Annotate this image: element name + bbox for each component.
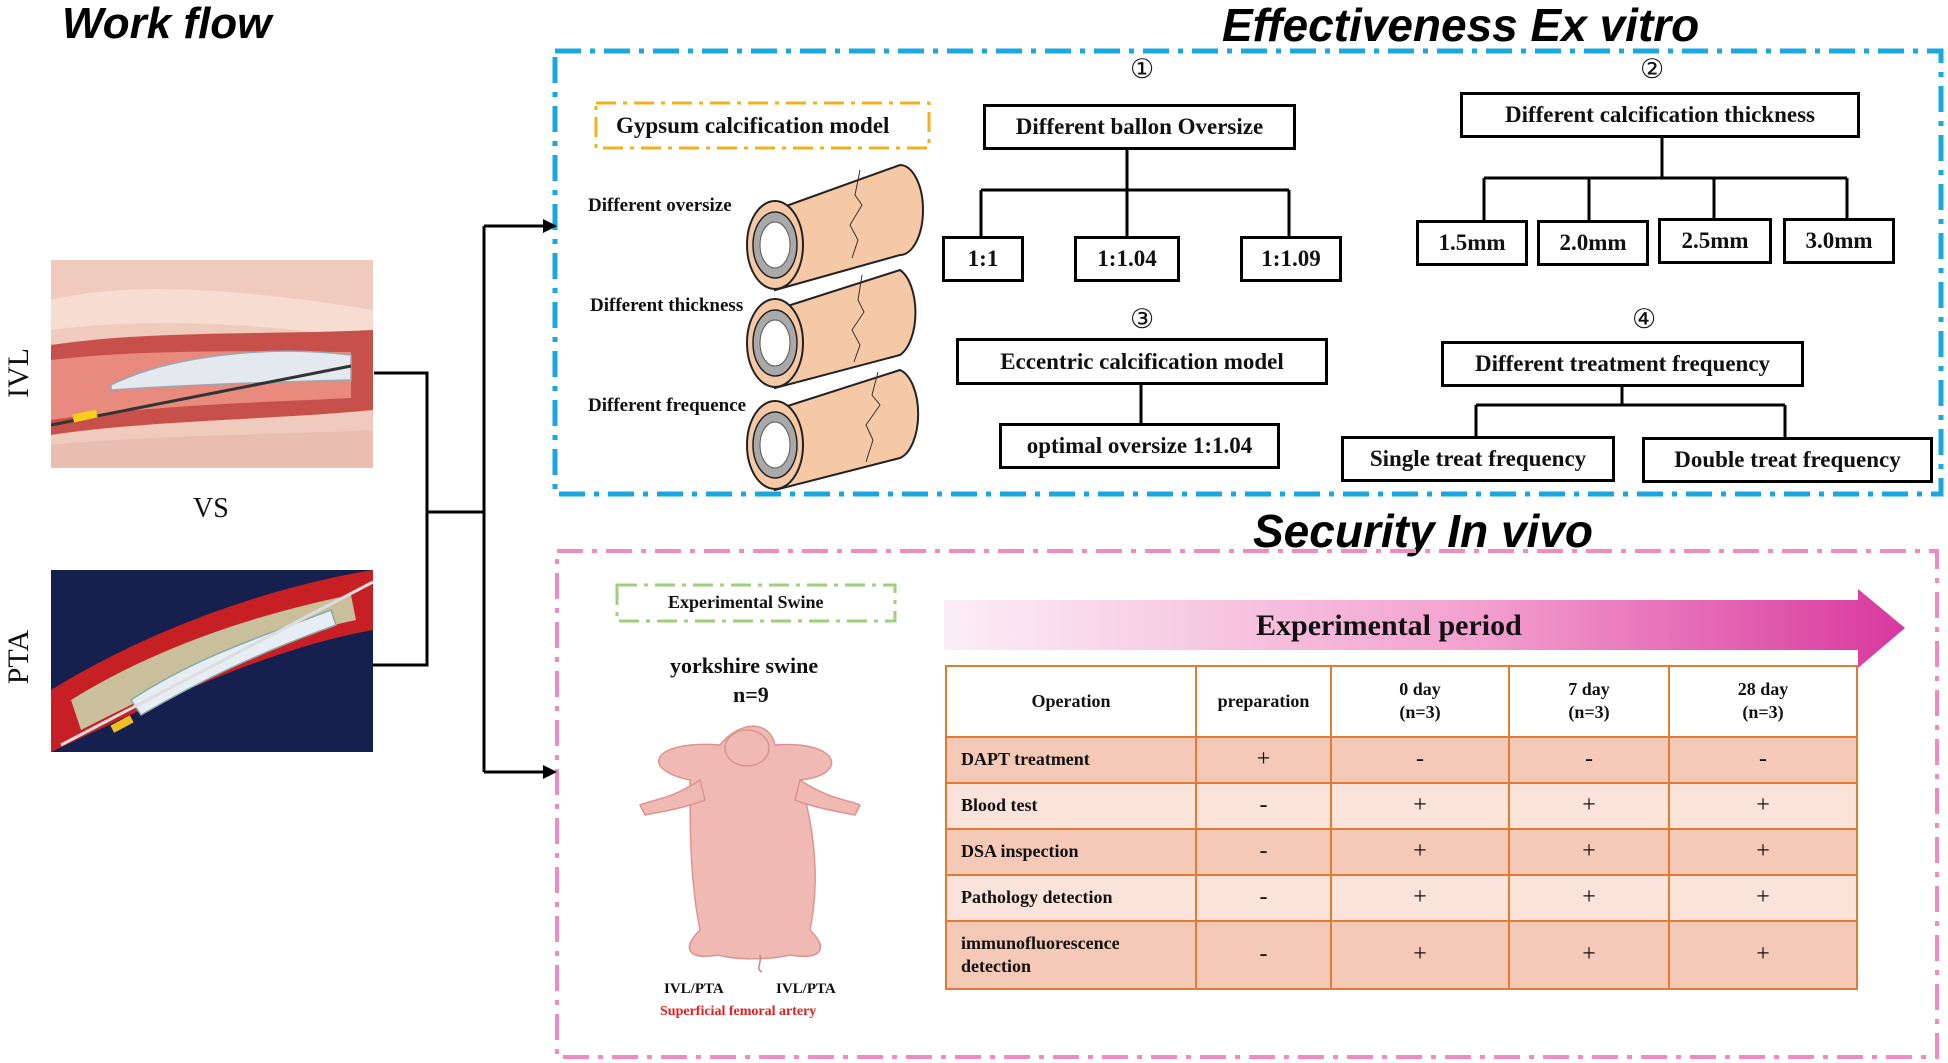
pta-label: PTA	[2, 630, 35, 685]
security-heading: Security In vivo	[1253, 505, 1594, 557]
header-operation: Operation	[945, 665, 1197, 738]
exp1-marker: ①	[1130, 54, 1155, 84]
row-operation: Blood test	[945, 781, 1197, 830]
header-day28-n: (n=3)	[1742, 702, 1784, 723]
row-cell: +	[1508, 827, 1670, 876]
period-title: Experimental period	[1256, 609, 1522, 642]
row-cell: -	[1330, 735, 1510, 784]
workflow-heading: Work flow	[62, 0, 272, 48]
exp2-child-3: 2.5mm	[1658, 218, 1772, 264]
period-arrow	[944, 589, 1905, 668]
row-cell: -	[1195, 781, 1332, 830]
table-row: immunofluorescence detection - + + +	[945, 919, 1858, 991]
row-cell: +	[1668, 873, 1858, 922]
exp3-child: optimal oversize 1:1.04	[999, 423, 1280, 469]
table-row: Pathology detection - + + +	[945, 873, 1858, 922]
pta-image	[51, 570, 373, 752]
header-operation-text: Operation	[1031, 690, 1111, 711]
exp2-child-2: 2.0mm	[1537, 220, 1649, 266]
row-operation: DAPT treatment	[945, 735, 1197, 784]
header-day7-text: 7 day	[1568, 678, 1610, 699]
exp1-title-box: Different ballon Oversize	[983, 104, 1296, 150]
exp4-marker: ④	[1632, 304, 1657, 334]
period-table: Operation preparation 0 day (n=3) 7 day (n…	[945, 665, 1858, 991]
row-cell: +	[1195, 735, 1332, 784]
row-cell: -	[1195, 827, 1332, 876]
exp4-title-box: Different treatment frequency	[1441, 341, 1804, 387]
table-row: DAPT treatment + - - -	[945, 735, 1858, 784]
row-cell: +	[1330, 781, 1510, 830]
row-cell: +	[1508, 873, 1670, 922]
gypsum-label-thickness: Different thickness	[590, 295, 744, 316]
table-row: Blood test - + + +	[945, 781, 1858, 830]
gypsum-title: Gypsum calcification model	[616, 113, 890, 138]
row-cell: +	[1330, 827, 1510, 876]
effectiveness-frame	[552, 48, 1944, 497]
exp2-child-4: 3.0mm	[1783, 218, 1895, 264]
exp2-child-1: 1.5mm	[1416, 220, 1528, 266]
swine-right-label: IVL/PTA	[776, 981, 836, 997]
swine-count: n=9	[733, 682, 769, 707]
row-cell: -	[1195, 873, 1332, 922]
header-day7: 7 day (n=3)	[1508, 665, 1670, 738]
row-cell: -	[1668, 735, 1858, 784]
exp3-title-box: Eccentric calcification model	[956, 338, 1328, 385]
row-operation: DSA inspection	[945, 827, 1197, 876]
row-operation: Pathology detection	[945, 873, 1197, 922]
vs-label: VS	[193, 493, 229, 524]
exp2-title-box: Different calcification thickness	[1460, 92, 1860, 138]
row-cell: +	[1668, 781, 1858, 830]
swine-frame	[615, 583, 897, 623]
artery-label: Superficial femoral artery	[660, 1004, 817, 1019]
gypsum-frame	[594, 101, 931, 150]
gypsum-label-oversize: Different oversize	[588, 195, 732, 216]
header-preparation: preparation	[1195, 665, 1332, 738]
header-day0-text: 0 day	[1399, 678, 1441, 699]
security-frame	[555, 549, 1939, 1059]
header-preparation-text: preparation	[1217, 690, 1310, 711]
row-cell: -	[1195, 919, 1332, 991]
ivl-image	[51, 260, 373, 468]
effectiveness-heading: Effectiveness Ex vitro	[1222, 0, 1700, 51]
swine-left-label: IVL/PTA	[664, 981, 724, 997]
exp2-marker: ②	[1640, 54, 1665, 84]
row-cell: +	[1330, 919, 1510, 991]
swine-box-title: Experimental Swine	[668, 592, 824, 612]
header-day28-text: 28 day	[1737, 678, 1789, 699]
gypsum-label-frequence: Different frequence	[588, 395, 747, 416]
ivl-label: IVL	[2, 348, 35, 398]
row-cell: +	[1508, 919, 1670, 991]
table-header-row: Operation preparation 0 day (n=3) 7 day (n…	[945, 665, 1858, 738]
exp4-child-2: Double treat frequency	[1642, 437, 1933, 483]
header-day0-n: (n=3)	[1399, 702, 1441, 723]
header-day28: 28 day (n=3)	[1668, 665, 1858, 738]
swine-breed: yorkshire swine	[670, 653, 819, 678]
row-operation: immunofluorescence detection	[945, 919, 1197, 991]
exp3-marker: ③	[1130, 304, 1155, 334]
exp4-child-1: Single treat frequency	[1341, 436, 1615, 482]
row-cell: -	[1508, 735, 1670, 784]
row-cell: +	[1508, 781, 1670, 830]
header-day0: 0 day (n=3)	[1330, 665, 1510, 738]
table-row: DSA inspection - + + +	[945, 827, 1858, 876]
row-cell: +	[1668, 919, 1858, 991]
row-cell: +	[1330, 873, 1510, 922]
row-cell: +	[1668, 827, 1858, 876]
exp1-child-3: 1:1.09	[1240, 236, 1342, 282]
exp1-child-1: 1:1	[942, 236, 1024, 282]
header-day7-n: (n=3)	[1568, 702, 1610, 723]
exp1-child-2: 1:1.04	[1074, 236, 1180, 282]
